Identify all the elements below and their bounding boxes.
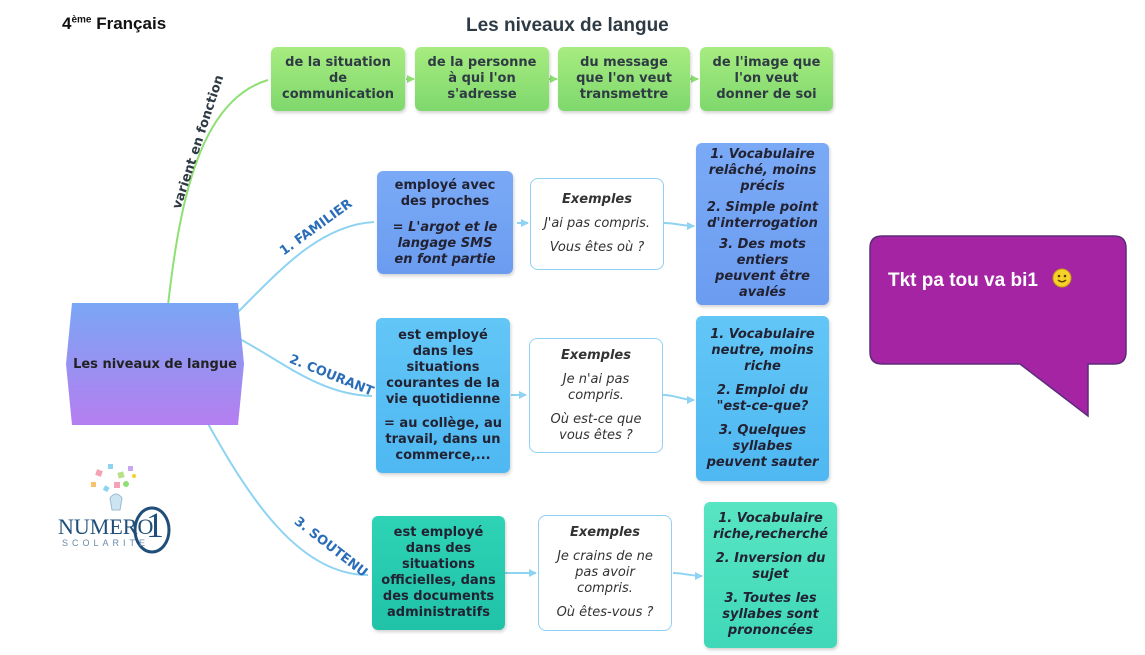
connector-soutenu — [205, 419, 369, 576]
courant-examples: Exemples Je n'ai pas compris. Où est-ce … — [529, 338, 663, 453]
grade-label: 4ème Français — [62, 14, 166, 34]
central-node-shape — [66, 303, 244, 425]
connector-familier — [237, 221, 375, 313]
criteria-box-personne: de la personne à qui l'on s'adresse — [415, 47, 549, 111]
smiley-icon — [1052, 268, 1072, 288]
characteristic-3: 3. Quelques syllabes peuvent sauter — [706, 422, 819, 470]
grade-superscript: ème — [71, 14, 92, 26]
connector-courant — [237, 337, 373, 397]
examples-title: Exemples — [562, 192, 632, 207]
soutenu-usage: est employé dans des situations officiel… — [381, 525, 496, 620]
courant-note: = au collège, au travail, dans un commer… — [384, 415, 502, 463]
courant-characteristics: 1. Vocabulaire neutre, moins riche 2. Em… — [696, 316, 829, 481]
speech-bubble: Tkt pa tou va bi1 — [888, 268, 1072, 292]
soutenu-characteristics: 1. Vocabulaire riche,recherché 2. Invers… — [704, 502, 837, 648]
central-node-label: Les niveaux de langue — [73, 356, 237, 372]
example-1: Je crains de ne pas avoir compris. — [557, 549, 653, 596]
characteristic-3: 3. Toutes les syllabes sont prononcées — [722, 591, 819, 638]
example-1: J'ai pas compris. — [543, 216, 651, 231]
example-2: Où est-ce que vous êtes ? — [550, 411, 642, 443]
soutenu-description: est employé dans des situations officiel… — [372, 516, 505, 630]
soutenu-examples: Exemples Je crains de ne pas avoir compr… — [538, 515, 672, 631]
characteristic-1: 1. Vocabulaire relâché, moins précis — [708, 147, 817, 194]
grade-number: 4 — [62, 14, 72, 33]
connector-top-branch — [167, 79, 269, 306]
example-2: Où êtes-vous ? — [556, 605, 654, 620]
characteristic-1: 1. Vocabulaire riche,recherché — [713, 511, 828, 542]
logo-number: 1 — [146, 505, 164, 545]
familier-characteristics: 1. Vocabulaire relâché, moins précis 2. … — [696, 143, 829, 305]
characteristic-1: 1. Vocabulaire neutre, moins riche — [710, 326, 815, 374]
familier-usage: employé avec des proches — [394, 177, 496, 209]
characteristic-2: 2. Inversion du sujet — [715, 551, 826, 582]
criteria-text: de la situation de communication — [281, 55, 395, 102]
page-title: Les niveaux de langue — [466, 15, 669, 36]
logo-numero1: NUMERO 1 SCOLARITE — [56, 458, 176, 558]
criteria-box-message: du message que l'on veut transmettre — [558, 47, 690, 111]
examples-title: Exemples — [570, 525, 640, 540]
example-2: Vous êtes où ? — [549, 240, 645, 255]
courant-usage: est employé dans les situations courante… — [385, 327, 501, 407]
characteristic-2: 2. Emploi du "est-ce-que? — [716, 382, 809, 414]
logo-word: NUMERO — [58, 514, 154, 539]
logo-graphic — [91, 464, 171, 554]
characteristic-2: 2. Simple point d'interrogation — [706, 200, 819, 231]
criteria-text: du message que l'on veut transmettre — [576, 55, 672, 102]
criteria-text: de la personne à qui l'on s'adresse — [427, 55, 537, 102]
courant-description: est employé dans les situations courante… — [376, 318, 510, 473]
subject-label: Français — [96, 14, 167, 33]
familier-examples: Exemples J'ai pas compris. Vous êtes où … — [530, 178, 664, 270]
criteria-box-situation: de la situation de communication — [271, 47, 405, 111]
criteria-text: de l'image que l'on veut donner de soi — [712, 55, 821, 102]
speech-bubble-shape — [869, 235, 1127, 418]
logo-text: NUMERO — [58, 514, 153, 540]
familier-note: = L'argot et le langage SMS en font part… — [392, 219, 498, 267]
familier-description: employé avec des proches = L'argot et le… — [377, 171, 513, 274]
speech-bubble-text: Tkt pa tou va bi1 — [888, 270, 1038, 291]
characteristic-3: 3. Des mots entiers peuvent être avalés — [715, 237, 810, 300]
examples-title: Exemples — [561, 347, 631, 363]
example-1: Je n'ai pas compris. — [562, 371, 630, 403]
criteria-box-image: de l'image que l'on veut donner de soi — [700, 47, 833, 111]
logo-subtext: SCOLARITE — [62, 538, 150, 548]
